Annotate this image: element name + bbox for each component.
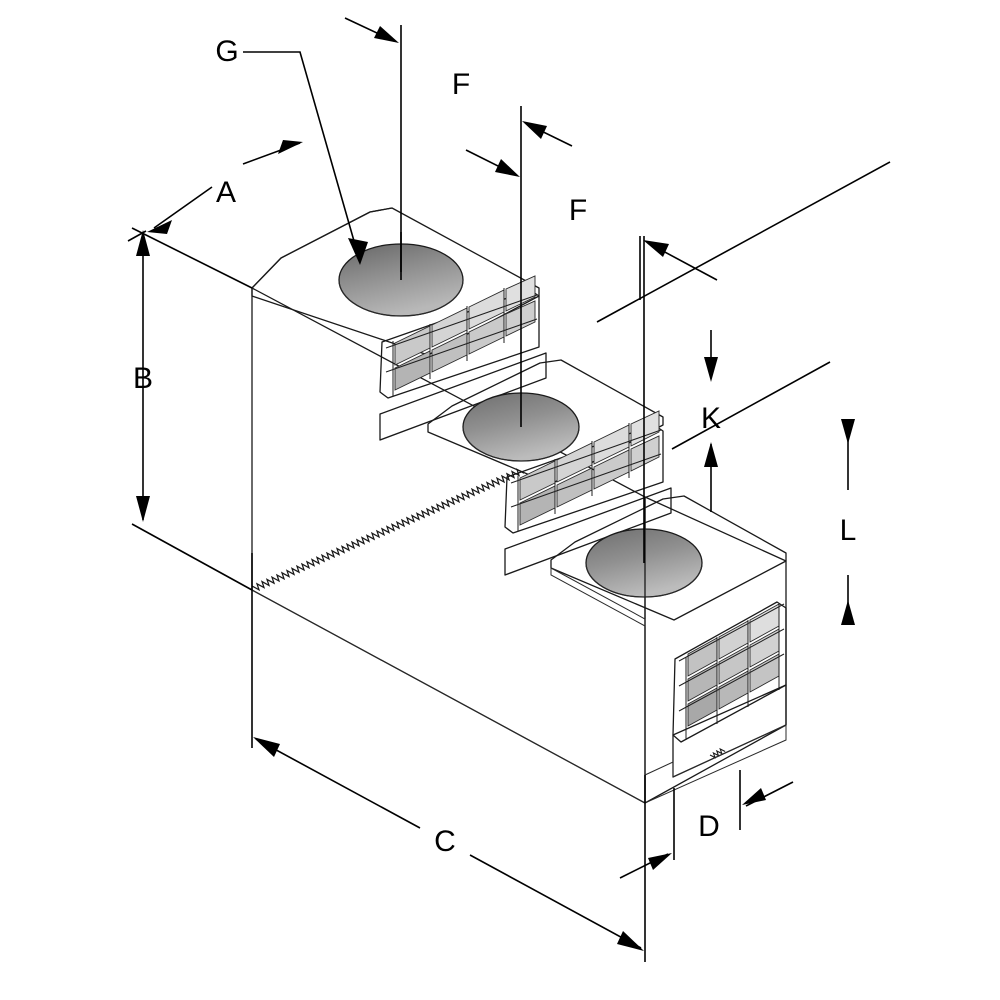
dimension-F2-arrowhead-lower: [495, 159, 520, 177]
serration-band: [251, 468, 646, 804]
dimension-L: L: [639, 236, 857, 625]
dimension-D-arrowhead-right: [742, 788, 766, 805]
dimension-B: B: [131, 227, 253, 591]
hole-3-bore-shadow: [585, 562, 703, 598]
dimension-K-arrowhead-bottom: [704, 442, 718, 467]
dimension-B-ext-top: [131, 227, 253, 289]
tooth-block-2-grid: [510, 410, 662, 531]
step1-top-chamfer-edge: [251, 207, 393, 289]
dimension-K-label: K: [701, 402, 721, 435]
hole-2-bore-shadow: [462, 426, 580, 462]
dimension-A-line-left: [153, 186, 213, 229]
tooth-block-3-backing: [672, 601, 787, 743]
tooth-block-3: [672, 601, 787, 743]
dimension-D: D: [619, 770, 794, 879]
dimension-C-label: C: [434, 825, 456, 858]
step3-front-lip: [550, 567, 646, 627]
dimension-G-label: G: [215, 35, 238, 68]
dimension-D-label: D: [698, 810, 720, 843]
tooth-block-2-backing: [504, 424, 664, 534]
dimension-B-arrowhead-bottom: [136, 496, 150, 522]
dimension-K: K: [596, 161, 891, 512]
dimension-K-ext-top: [596, 161, 891, 323]
dimension-B-ext-bottom: [131, 523, 253, 591]
dimension-C-arrowhead-right: [617, 931, 644, 951]
dimension-A-label: A: [216, 176, 236, 209]
dimension-L-arrowhead-leader: [643, 240, 669, 257]
tooth-block-1-backing: [379, 289, 540, 399]
dimension-F1: F: [344, 17, 470, 280]
dimension-G: G: [215, 35, 368, 265]
dimension-C-line-right: [469, 854, 642, 949]
dimension-C-line-left: [255, 738, 421, 829]
dimension-F1-label: F: [452, 68, 470, 101]
tooth-block-2: [504, 410, 672, 576]
dimension-G-leader-line: [243, 51, 361, 263]
dimension-A-arrowhead-left: [147, 220, 172, 234]
dimension-L-label: L: [840, 514, 857, 547]
dimension-C: C: [251, 553, 646, 962]
dimension-G-arrowhead: [348, 238, 368, 265]
serration-teeth: [251, 468, 525, 592]
dimension-B-label: B: [133, 362, 153, 395]
dimension-F2-arrowhead-upper: [522, 121, 547, 139]
dimension-K-ext-bottom: [671, 361, 831, 450]
dimension-L-arrowhead-bottom: [841, 600, 855, 625]
hole-1-bore-shadow: [338, 279, 464, 317]
dimension-F2: F: [465, 106, 587, 427]
dimension-A-arrowhead-right: [278, 140, 303, 154]
dimension-L-arrowhead-top: [841, 419, 855, 444]
step2-top-face: [427, 359, 664, 485]
dimension-D-arrowhead-left: [648, 853, 672, 870]
bottom-tab-serration: [709, 747, 726, 759]
tooth-block-3-grid: [678, 603, 785, 740]
dimension-F1-arrowhead: [374, 26, 399, 43]
dimension-F2-label: F: [569, 194, 587, 227]
step3-top-face: [550, 495, 787, 621]
dimension-B-arrowhead-top: [136, 230, 150, 256]
tooth-block-1-grid: [385, 275, 538, 396]
dimension-C-arrowhead-left: [253, 737, 280, 757]
tooth-block-1: [379, 275, 547, 441]
dimension-K-arrowhead-top: [704, 357, 718, 382]
